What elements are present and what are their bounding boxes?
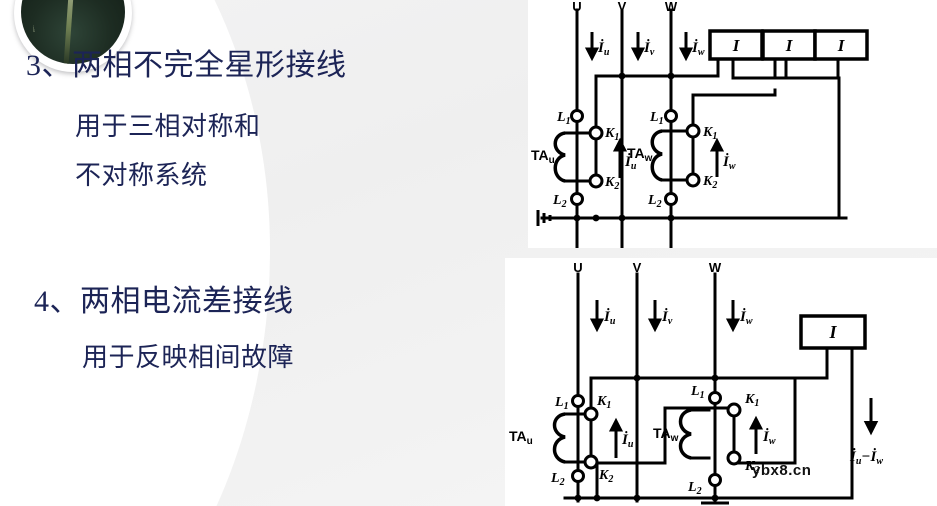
secondary-current-label-iw: İw: [762, 428, 776, 447]
ct-label-tau: TAu: [509, 428, 533, 447]
ct-label-tau: TAu: [531, 147, 555, 166]
phase-label-w: W: [665, 0, 678, 14]
item3-heading: 3、两相不完全星形接线: [26, 49, 347, 82]
terminal-label-l1-u: L1: [556, 110, 571, 127]
terminal-label-l1-u: L1: [554, 395, 569, 412]
terminal-label-k1-u: K1: [596, 394, 611, 411]
terminal-label-k2-u: K2: [604, 175, 619, 192]
current-label-iw: İw: [691, 39, 705, 58]
current-label-iu: İu: [603, 308, 616, 327]
phase-label-v: V: [618, 0, 627, 14]
terminal-label-k1-w: K1: [702, 125, 717, 142]
terminal-label-l2-w: L2: [647, 193, 662, 210]
terminal-label-l2-u: L2: [552, 193, 567, 210]
current-label-iu: İu: [597, 39, 610, 58]
phase-label-u: U: [573, 260, 582, 275]
terminal-label-l2-u: L2: [550, 471, 565, 488]
relay-label-1: I: [828, 322, 837, 342]
phase-label-v: V: [633, 260, 642, 275]
terminal-label-l1-w: L1: [690, 384, 705, 401]
phase-label-u: U: [572, 0, 581, 14]
watermark: ybx8.cn: [752, 462, 812, 479]
terminal-label-k2-w: K2: [702, 174, 717, 191]
item4-subtext-line1: 用于反映相间故障: [82, 343, 295, 372]
circuit-diagram-incomplete-star: I I I: [528, 0, 937, 248]
relay-label-1: I: [732, 36, 741, 55]
relay-label-2: I: [785, 36, 794, 55]
current-label-iv: İv: [643, 39, 655, 58]
current-label-iw: İw: [739, 308, 753, 327]
item3-subtext-line1: 用于三相对称和: [75, 112, 261, 141]
terminal-label-k1-w: K1: [744, 392, 759, 409]
circuit-diagram-current-difference: I: [505, 258, 937, 506]
item4-heading: 4、两相电流差接线: [34, 285, 294, 318]
terminal-label-k1-u: K1: [604, 126, 619, 143]
terminal-label-l2-w: L2: [687, 480, 702, 497]
difference-current-label: İu−İw: [849, 448, 883, 467]
phase-label-w: W: [709, 260, 722, 275]
terminal-label-l1-w: L1: [649, 110, 664, 127]
relay-label-3: I: [837, 36, 846, 55]
secondary-current-label-iu: İu: [621, 431, 634, 450]
current-label-iv: İv: [661, 308, 673, 327]
item3-subtext-line2: 不对称系统: [75, 161, 208, 190]
secondary-current-label-iw: İw: [722, 153, 736, 172]
terminal-label-k2-u: K2: [598, 468, 613, 485]
